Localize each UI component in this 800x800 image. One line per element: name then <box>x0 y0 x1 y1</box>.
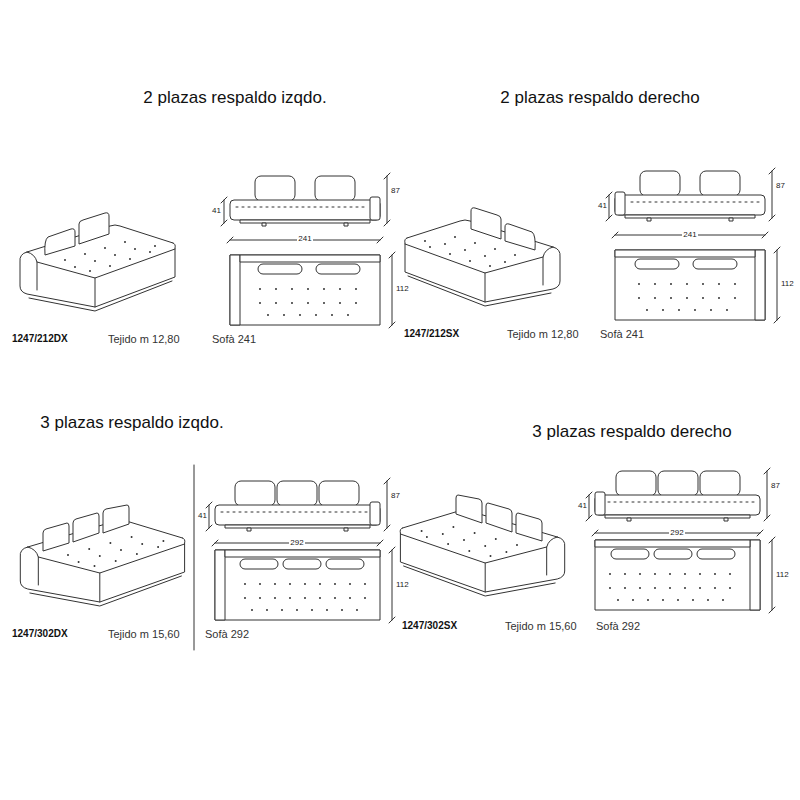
dimension-label: 112 <box>780 279 795 289</box>
section-heading: 3 plazas respaldo izqdo. <box>40 413 223 433</box>
spec-text: Sofà 241 <box>600 328 644 341</box>
sofa-2-right <box>405 168 780 323</box>
spec-text: Sofà 292 <box>596 620 640 633</box>
spec-text: Tejido m 12,80 <box>108 333 180 346</box>
dimension-label: 292 <box>289 538 304 548</box>
dimension-label: 87 <box>775 181 786 191</box>
spec-text: Tejido m 15,60 <box>108 628 180 641</box>
model-code: 1247/212DX <box>12 333 68 345</box>
dimension-label: 112 <box>775 570 790 580</box>
section-heading: 2 plazas respaldo derecho <box>500 88 699 108</box>
spec-text: Sofà 241 <box>212 333 256 346</box>
dimension-label: 87 <box>390 491 401 501</box>
dimension-label: 87 <box>770 481 781 491</box>
separator-line <box>194 465 195 650</box>
spec-text: Sofà 292 <box>205 628 249 641</box>
dimension-label: 241 <box>682 230 697 240</box>
model-code: 1247/302SX <box>402 620 457 632</box>
dimension-label: 41 <box>211 206 222 216</box>
sofa-2-left <box>20 173 395 328</box>
sofa-3-left <box>20 478 395 623</box>
dimension-label: 112 <box>395 580 410 590</box>
dimension-label: 292 <box>669 528 684 538</box>
section-heading: 3 plazas respaldo derecho <box>532 422 731 442</box>
dimension-label: 241 <box>297 234 312 244</box>
sofa-3-right <box>400 468 775 613</box>
spec-text: Tejido m 12,80 <box>507 328 579 341</box>
spec-text: Tejido m 15,60 <box>505 620 577 633</box>
dimension-label: 87 <box>390 186 401 196</box>
dimension-label: 112 <box>395 284 410 294</box>
dimension-label: 41 <box>577 501 588 511</box>
dimension-label: 41 <box>597 201 608 211</box>
model-code: 1247/302DX <box>12 628 68 640</box>
dimension-label: 41 <box>197 511 208 521</box>
section-heading: 2 plazas respaldo izqdo. <box>143 88 326 108</box>
model-code: 1247/212SX <box>404 328 459 340</box>
